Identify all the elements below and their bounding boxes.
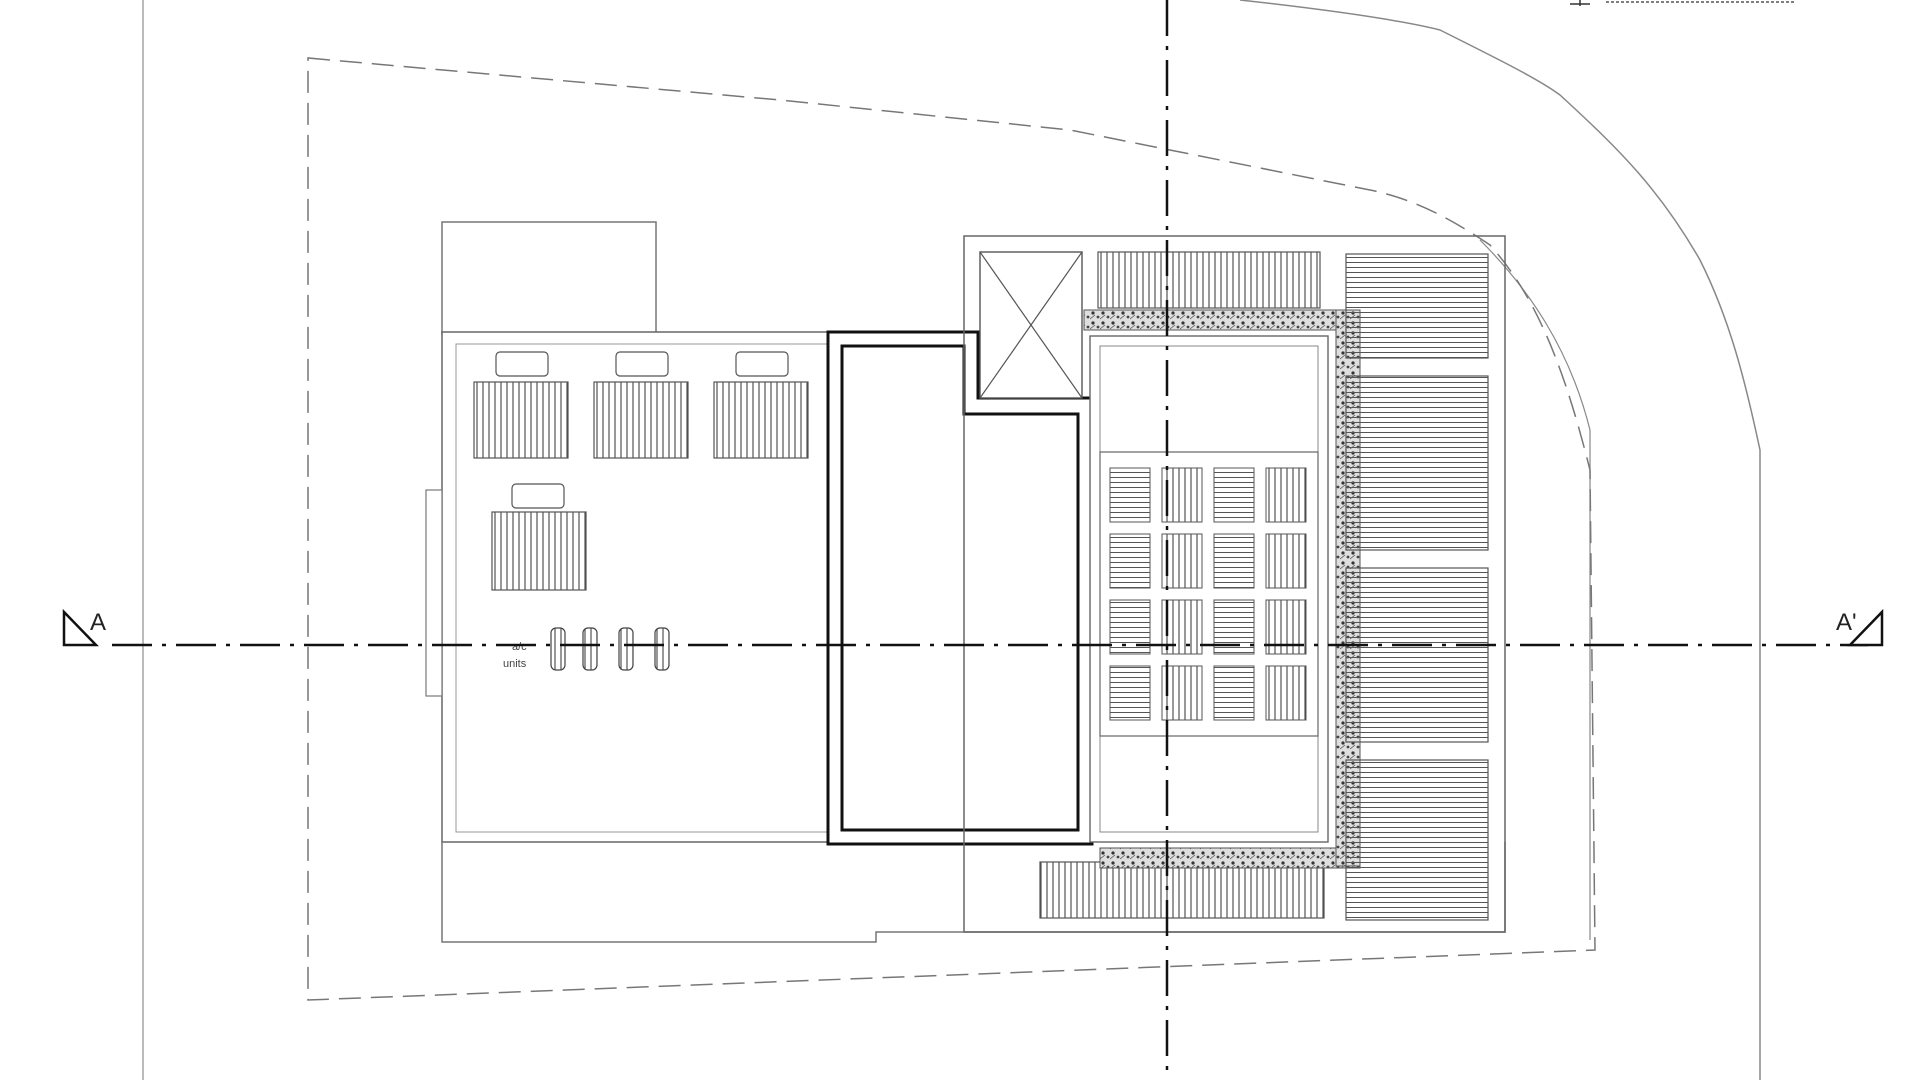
central-core-outer: [826, 330, 1094, 846]
ac-units-label-line1: a/c: [512, 641, 527, 653]
level-marker: [1570, 0, 1795, 6]
planting-strip-bottom: [1099, 847, 1361, 869]
deck-column-right: [1345, 253, 1489, 921]
hvac-unit: [593, 351, 689, 459]
solar-array-frame: [1099, 451, 1319, 737]
site-curved-boundary: [1239, 0, 1761, 1080]
section-label-left: A: [90, 609, 106, 636]
ac-unit: [618, 627, 634, 671]
plot-dashed-outline: [307, 57, 1596, 1001]
deck-bottom: [1039, 861, 1325, 919]
left-roof-parapet: [425, 489, 443, 697]
hvac-unit: [473, 351, 569, 459]
ac-unit: [582, 627, 598, 671]
site-inner-curve: [1479, 239, 1591, 940]
right-roof-outer: [963, 235, 1506, 933]
ac-unit-group: [550, 627, 670, 671]
section-marker-left-icon: [62, 608, 99, 647]
ac-units-label-line2: units: [503, 658, 527, 670]
solar-panel-grid: [1109, 467, 1307, 721]
ac-unit: [654, 627, 670, 671]
upper-annex: [441, 221, 657, 335]
ac-unit: [550, 627, 566, 671]
hvac-unit: [713, 351, 809, 459]
courtyard-outer: [1089, 335, 1329, 843]
hvac-unit: [491, 483, 587, 591]
void-opening: [979, 251, 1083, 399]
section-label-right: A': [1836, 609, 1857, 636]
deck-top: [1097, 251, 1321, 309]
planting-strip-top: [1083, 309, 1357, 331]
section-marker-right-icon: [1847, 608, 1884, 647]
